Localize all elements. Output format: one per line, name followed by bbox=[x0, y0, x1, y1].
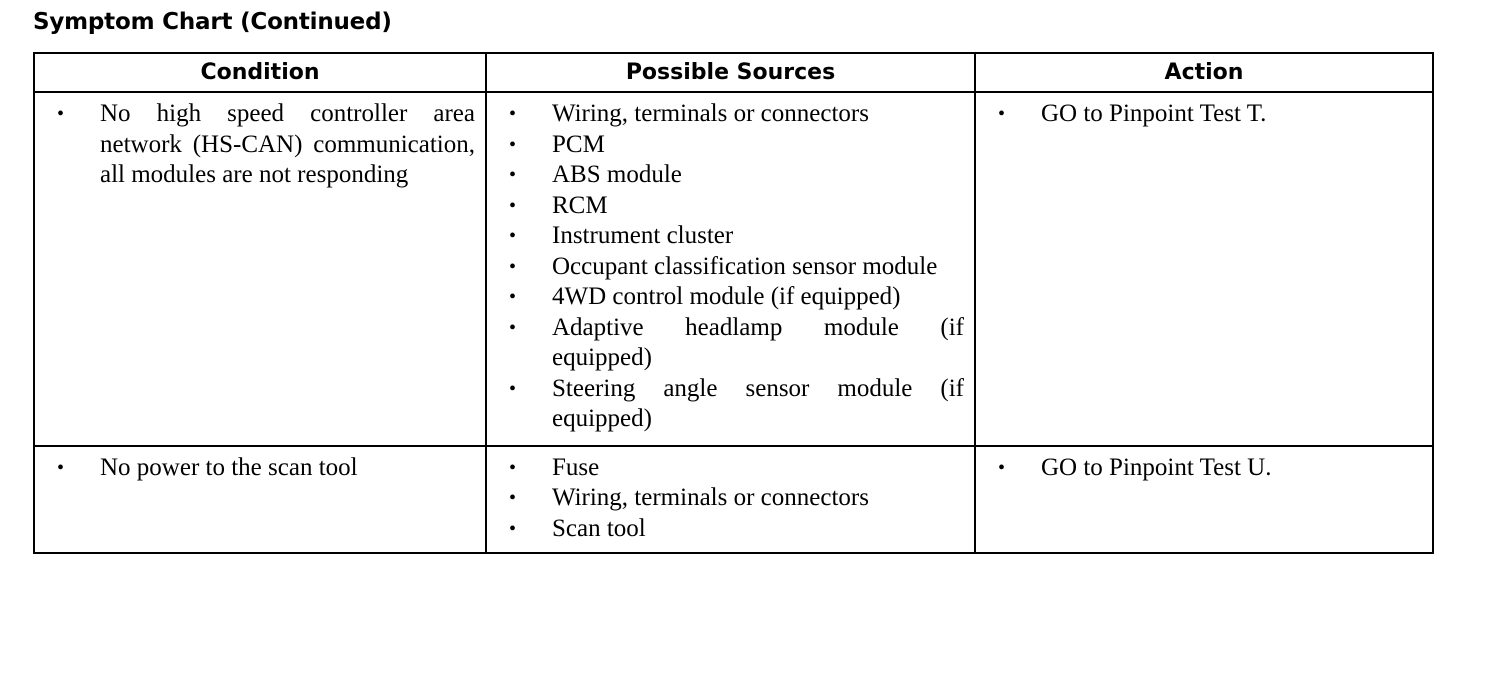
list-item: Occupant classification sensor module bbox=[497, 252, 964, 283]
action-list: GO to Pinpoint Test T. bbox=[986, 99, 1422, 130]
list-item-label: Instrument cluster bbox=[552, 222, 734, 249]
list-item: Instrument cluster bbox=[497, 221, 964, 252]
list-item: Adaptive headlamp module (if equipped) bbox=[497, 313, 964, 374]
table-header-row: Condition Possible Sources Action bbox=[33, 52, 1434, 93]
list-item: 4WD control module (if equipped) bbox=[497, 282, 964, 313]
condition-list: No power to the scan tool bbox=[45, 453, 475, 484]
possible-sources-list: Wiring, terminals or connectorsPCM ABS mo… bbox=[497, 99, 964, 435]
list-item-label: Scan tool bbox=[552, 514, 646, 542]
column-header-action: Action bbox=[974, 52, 1434, 93]
page-title: Symptom Chart (Continued) bbox=[33, 9, 392, 35]
cell-condition: No power to the scan tool bbox=[33, 444, 487, 554]
column-header-condition: Condition bbox=[33, 52, 487, 93]
table-row: No high speed controller area network (H… bbox=[33, 91, 1434, 447]
list-item: RCM bbox=[497, 191, 964, 222]
list-item-label: No high speed controller area network (H… bbox=[100, 100, 475, 188]
list-item-label: No power to the scan tool bbox=[100, 453, 358, 481]
column-header-possible-sources: Possible Sources bbox=[485, 52, 976, 93]
list-item: GO to Pinpoint Test T. bbox=[986, 99, 1422, 130]
list-item: PCM bbox=[497, 130, 964, 161]
list-item: ABS module bbox=[497, 160, 964, 191]
cell-possible-sources: FuseWiring, terminals or connectorsScan … bbox=[485, 444, 976, 554]
list-item-label: Adaptive headlamp module (if equipped) bbox=[552, 313, 964, 372]
possible-sources-list: FuseWiring, terminals or connectorsScan … bbox=[497, 453, 964, 545]
list-item-label: Wiring, terminals or connectors bbox=[552, 100, 869, 127]
cell-possible-sources: Wiring, terminals or connectorsPCM ABS mo… bbox=[485, 91, 976, 447]
list-item-label: RCM bbox=[552, 191, 608, 219]
list-item-label: 4WD control module (if equipped) bbox=[552, 283, 901, 310]
list-item-label: Occupant classification sensor module bbox=[552, 252, 938, 280]
list-item-label: Steering angle sensor module (if equippe… bbox=[552, 374, 964, 433]
list-item-label: GO to Pinpoint Test U. bbox=[1041, 453, 1272, 481]
cell-action: GO to Pinpoint Test T. bbox=[974, 91, 1434, 447]
list-item: No high speed controller area network (H… bbox=[45, 99, 475, 191]
list-item: Fuse bbox=[497, 453, 964, 484]
table-row: No power to the scan tool FuseWiring, te… bbox=[33, 444, 1434, 554]
list-item-label: ABS module bbox=[552, 161, 682, 188]
list-item: Wiring, terminals or connectors bbox=[497, 99, 964, 130]
condition-list: No high speed controller area network (H… bbox=[45, 99, 475, 191]
list-item-label: Fuse bbox=[552, 453, 600, 481]
cell-action: GO to Pinpoint Test U. bbox=[974, 444, 1434, 554]
symptom-chart-table: Condition Possible Sources Action No hig… bbox=[33, 52, 1434, 554]
cell-condition: No high speed controller area network (H… bbox=[33, 91, 487, 447]
table-body: No high speed controller area network (H… bbox=[33, 91, 1434, 554]
list-item: GO to Pinpoint Test U. bbox=[986, 453, 1422, 484]
list-item: No power to the scan tool bbox=[45, 453, 475, 484]
list-item-label: PCM bbox=[552, 130, 605, 158]
list-item-label: GO to Pinpoint Test T. bbox=[1041, 100, 1267, 127]
action-list: GO to Pinpoint Test U. bbox=[986, 453, 1422, 484]
list-item: Steering angle sensor module (if equippe… bbox=[497, 374, 964, 435]
list-item-label: Wiring, terminals or connectors bbox=[552, 484, 869, 511]
list-item: Scan tool bbox=[497, 514, 964, 545]
list-item: Wiring, terminals or connectors bbox=[497, 483, 964, 514]
